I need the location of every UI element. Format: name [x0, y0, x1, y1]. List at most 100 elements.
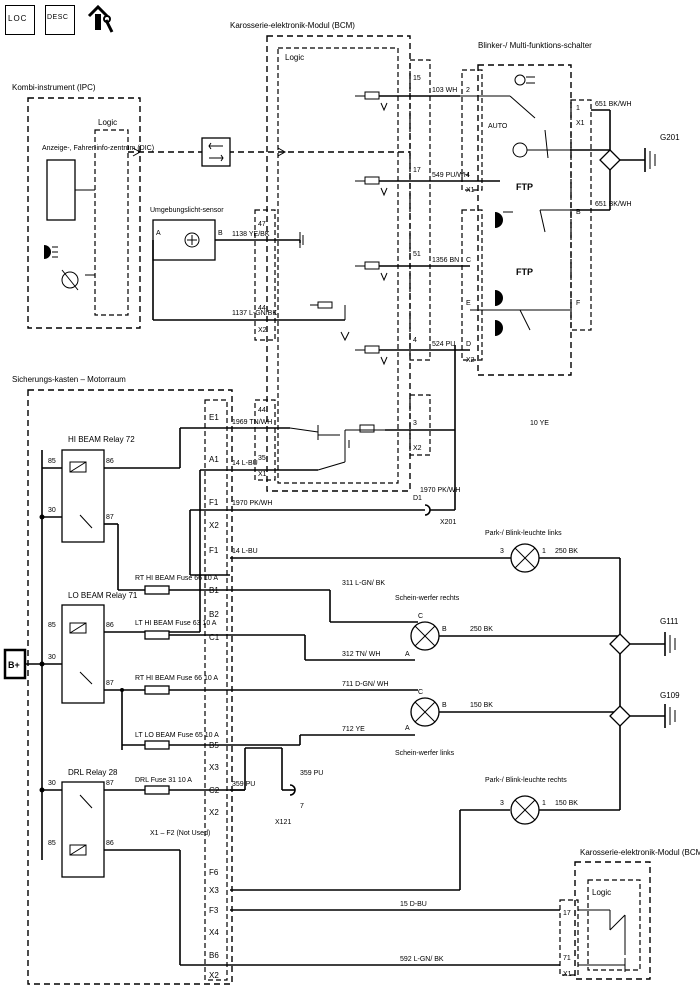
connector-x121-symbol: [289, 784, 296, 796]
splice-g109: [609, 705, 631, 727]
ground-g201-label: G201: [660, 133, 680, 142]
wire-651-b: 651 BK/WH: [595, 201, 632, 208]
switch-connector-x2: [461, 209, 483, 361]
ambient-light-sensor: [152, 219, 216, 261]
pin-e1: E1: [209, 413, 219, 422]
ipc-title: Kombi-instrument (IPC): [12, 83, 96, 92]
wire-524: 524 PU: [432, 341, 455, 348]
wire-359-a: 359 PU: [232, 781, 255, 788]
lo-beam-relay-label: LO BEAM Relay 71: [68, 591, 138, 600]
ipc-logic-box: [94, 129, 129, 316]
wire-592: 592 L-GN/ BK: [400, 956, 444, 963]
bcm-output-row-2: [355, 176, 500, 197]
bcm-bottom-title: Karosserie-elektronik-Modul (BCM): [580, 848, 700, 857]
head-right-pin-c: C: [418, 613, 423, 620]
pin-d1: D1: [413, 495, 422, 502]
hi-beam-relay: [61, 449, 105, 543]
sw-pin-f: F: [576, 300, 580, 307]
bcm-top-module-box: [266, 35, 411, 492]
fuse-rt-hi-beam: [118, 585, 330, 595]
park-left-pin-3: 3: [500, 548, 504, 555]
sensor-pin-b: B: [218, 230, 223, 237]
pin-x2-c: X2: [209, 971, 219, 980]
desc-icon-text: DESC: [47, 14, 69, 21]
bcm-connector-x2-upper: [254, 209, 276, 341]
pin-b2: B2: [209, 610, 219, 619]
wire-10: 10 YE: [530, 420, 549, 427]
bcm-bottom-logic-label: Logic: [592, 888, 611, 897]
bcm-bottom-pin-71: 71: [563, 955, 571, 962]
wire-14-b: 14 L-BU: [232, 548, 258, 555]
wire-14-a: 14 L-BU: [232, 460, 258, 467]
fuse-lt-lo-beam: [122, 740, 300, 750]
wire-250-b: 250 BK: [470, 626, 493, 633]
bcm-x2-label-b: X2: [413, 445, 422, 452]
multifunction-switch-box: [477, 64, 572, 376]
bcm-hi-beam-output-switch: [289, 425, 340, 440]
switch-auto-label: AUTO: [488, 123, 508, 130]
wire-651-a: 651 BK/WH: [595, 101, 632, 108]
ipc-dic-label: Anzeige-, Fahrer-info-zentrum (DIC): [42, 145, 154, 152]
switch-auto-contact: [460, 95, 570, 159]
fuse-lt-hi-beam: [144, 630, 305, 640]
sw-pin-1: 1: [576, 105, 580, 112]
pin-17: 17: [413, 167, 421, 174]
fuse-rt-lo-label: RT HI BEAM Fuse 66 10 A: [135, 675, 218, 682]
bcm-output-row-1: [355, 91, 460, 112]
pin-4: 4: [413, 337, 417, 344]
head-right-pin-b: B: [442, 626, 447, 633]
underhood-fusebox-box: [27, 389, 233, 985]
pin-47: 47: [258, 221, 266, 228]
wire-311: 311 L-GN/ BK: [342, 580, 385, 587]
wire-711: 711 D-GN/ WH: [342, 681, 389, 688]
wire-15: 15 D-BU: [400, 901, 427, 908]
pin-b6: B6: [209, 951, 219, 960]
lo-relay-pin85: 85: [48, 622, 56, 629]
pin-15: 15: [413, 75, 421, 82]
pin-f1-a: F1: [209, 498, 219, 507]
wrench-info-icon[interactable]: [86, 2, 116, 34]
bcm-output-row-3: [355, 261, 470, 282]
bcm-top-logic-label: Logic: [285, 53, 304, 62]
sw-x1-label: X1: [466, 187, 475, 194]
head-left-pin-a: A: [405, 725, 410, 732]
pin-x3-a: X3: [209, 763, 219, 772]
desc-icon[interactable]: DESC: [45, 5, 75, 35]
hi-relay-pin86: 86: [106, 458, 114, 465]
loc-icon[interactable]: LOC: [5, 5, 35, 35]
park-right-pin-3: 3: [500, 800, 504, 807]
switch-park-lamp-icon: [514, 74, 535, 86]
wire-1970-b: 1970 PK/WH: [420, 487, 460, 494]
fuse-lt-lo-label: LT LO BEAM Fuse 65 10 A: [135, 732, 219, 739]
wire-1970-a: 1970 PK/WH: [232, 500, 272, 507]
ipc-headlamp-indicator-icon: [44, 245, 79, 291]
switch-ftp2-label: FTP: [516, 267, 533, 277]
sw-pin-2: 2: [466, 87, 470, 94]
pin-44-b: 44: [258, 407, 266, 414]
bcm-bottom-switch: [578, 909, 626, 972]
pin-f2-note: X1 – F2 (Not Used): [150, 830, 210, 837]
pin-f6: F6: [209, 868, 219, 877]
ipc-dic-display: [46, 159, 76, 221]
fuse-rt-lo-beam: [122, 685, 310, 695]
drl-relay-pin85: 85: [48, 840, 56, 847]
ipc-logic-label: Logic: [98, 118, 117, 127]
ground-g201-icon: [644, 148, 656, 172]
switch-ftp1-label: FTP: [516, 182, 533, 192]
lo-relay-pin30: 30: [48, 654, 56, 661]
fuse-drl-label: DRL Fuse 31 10 A: [135, 777, 192, 784]
loc-icon-text: LOC: [8, 14, 28, 23]
wire-1356: 1356 BN: [432, 257, 459, 264]
fuse-rt-hi-label: RT HI BEAM Fuse 66 10 A: [135, 575, 218, 582]
wire-150-b: 150 BK: [555, 800, 578, 807]
sw-pin-b: B: [576, 209, 581, 216]
bcm-connector-x1-lower: [254, 399, 276, 481]
wire-1138: 1138 YE/BK: [232, 231, 270, 238]
pin-a1: A1: [209, 455, 219, 464]
wire-103: 103 WH: [432, 87, 457, 94]
fuse-lt-hi-label: LT HI BEAM Fuse 63 10 A: [135, 620, 217, 627]
bcm-connector-x1-top: [409, 59, 431, 361]
pin-c1: C1: [209, 633, 220, 642]
hi-beam-relay-label: HI BEAM Relay 72: [68, 435, 135, 444]
pin-f1-b: F1: [209, 546, 219, 555]
